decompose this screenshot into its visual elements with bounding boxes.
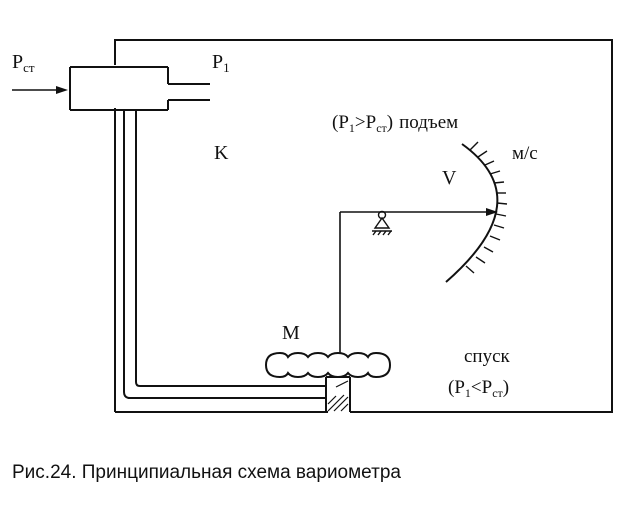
descent-word: спуск [464,346,511,367]
descent-condition: (P1<Pст) [448,377,509,400]
p1-label: P1 [212,51,230,75]
stem-hatching [327,380,349,412]
scale-arc [445,143,499,283]
climb-condition: (P1>Pст)подъем [332,112,458,135]
velocity-label: V [442,167,457,189]
membrane-capsule [264,351,392,379]
scale-ticks [465,141,508,274]
inlet-arrow [12,86,68,94]
capillary-tube [123,110,326,399]
membrane-label: M [282,322,300,344]
static-pressure-inlet [69,66,210,111]
units-label: м/с [512,143,538,164]
housing-outline [114,39,613,413]
capsule-stem [325,376,351,412]
chamber-label: K [214,142,229,164]
p-static-label: Pст [12,51,35,75]
figure-caption: Рис.24. Принципиальная схема вариометра [12,462,401,483]
pointer-tip [486,208,498,216]
pivot-support-icon [372,210,392,236]
